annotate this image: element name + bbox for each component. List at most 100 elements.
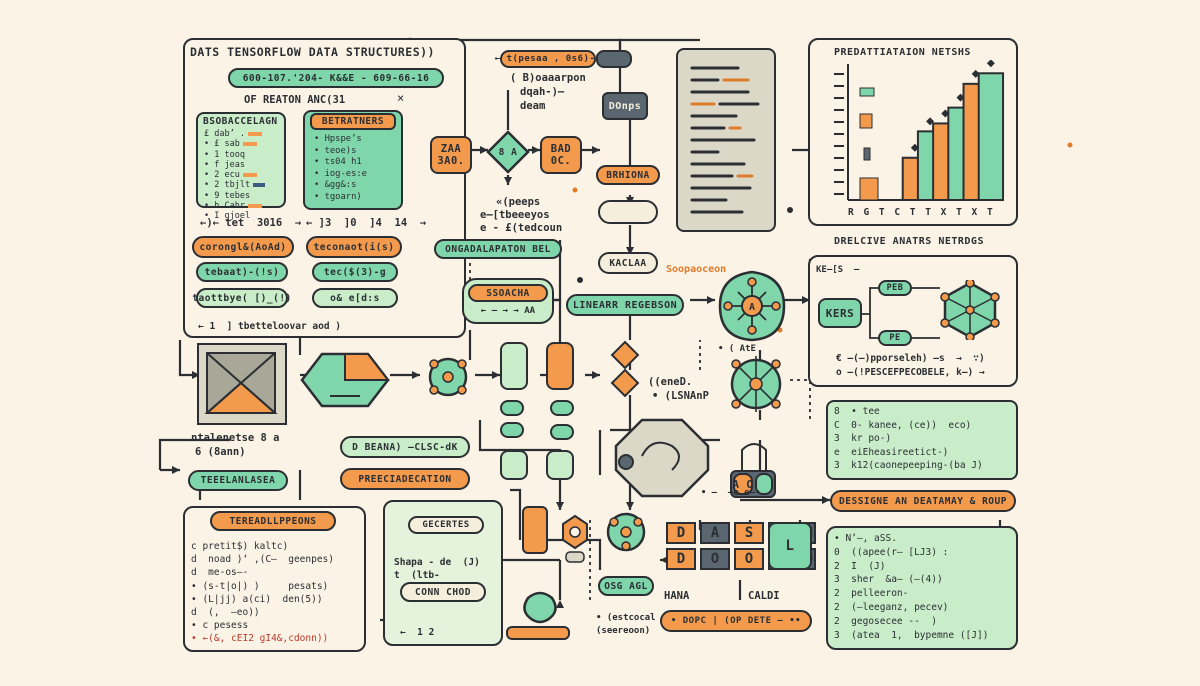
tereadlapeons-title: TEREADLLPPEONS xyxy=(210,511,336,531)
pill-preeci: PREECIADECATION xyxy=(340,468,470,490)
chain-block-4 xyxy=(546,450,574,480)
dre-title: DRELCIVE ANATRS NETRDGS xyxy=(834,236,984,247)
dre-node-2: PE xyxy=(878,330,912,346)
tile: D xyxy=(666,548,696,570)
svg-text:A: A xyxy=(749,302,755,313)
left-caption-3: ← 1 ] tbetteloovar aod ) xyxy=(198,321,341,332)
chart-mini-legend xyxy=(859,87,879,201)
tile-last: L xyxy=(768,522,812,570)
chain-pill-3 xyxy=(550,400,574,416)
top-left-banner: 600-107.'204- K&&E - 609-66-16 xyxy=(228,68,444,88)
pill-designe: DESSIGNE AN DEATAMAY & ROUP xyxy=(830,490,1016,512)
code-sheet xyxy=(676,48,776,232)
tile: O xyxy=(734,548,764,570)
mid-text-2: • (LSNAnP xyxy=(652,390,709,402)
tereadlapeons-panel xyxy=(183,506,366,652)
pill-conn: CONN CHOD xyxy=(400,582,486,602)
bottom-right-text: • N’—, aSS. 0 ((apee(r— [LJ3) : 2 I (J) … xyxy=(834,533,989,641)
envelope-block xyxy=(197,343,287,425)
node-zaa: ZAA 3A0. xyxy=(430,136,472,174)
orange-block xyxy=(522,506,548,554)
dre-left-caption: KE—[S — xyxy=(816,265,860,275)
bsobaccelagn-title: BSOBACCELAGN xyxy=(203,116,278,127)
legend-swatch-orange xyxy=(859,113,873,129)
top-left-subtitle: OF REATON ANC(31 xyxy=(244,94,346,106)
chart-bar xyxy=(977,72,1005,202)
node-bad: BAD 0C. xyxy=(540,136,582,174)
node-brhiona: BRHIONA xyxy=(596,165,660,185)
envelope-icon xyxy=(204,352,278,414)
orange-text: Soopaoceon xyxy=(666,264,727,275)
gear-node-icon xyxy=(562,514,588,563)
tiles-caption-right: CALDI xyxy=(748,590,780,602)
close-icon: × xyxy=(397,91,405,105)
chain-pill-4 xyxy=(550,424,574,440)
center-top-dark-cap xyxy=(596,50,632,68)
network-node-a: A xyxy=(718,270,786,342)
legend-swatch-dark xyxy=(863,147,871,161)
tereadlapeons-code: c pretit$) kaltc) d noad )‘ ,(C— geenpes… xyxy=(191,541,334,645)
center-top-pill: ← t(pesaa , 0s6)-5 xyxy=(495,50,601,68)
ssoacha-sub: ← — → → AA xyxy=(480,306,536,316)
bottom-right-panel xyxy=(826,526,1018,650)
green-info-panel xyxy=(826,400,1018,480)
left-note-1: ntalenetse 8 a xyxy=(191,432,280,444)
dre-connectors xyxy=(862,287,940,339)
network-node-b xyxy=(730,356,782,412)
pill-linear: LINEARR REGEBSON xyxy=(566,294,684,316)
pill-ongad: ONGADALAPATON BEL xyxy=(434,239,562,259)
chart-left-ticks xyxy=(834,73,844,195)
text-shapa-2: t (ltb- xyxy=(394,570,440,581)
bottom-text-1: • (estcocal xyxy=(596,613,656,623)
pill-beana: D BEANA) —CLSC-dK xyxy=(340,436,470,458)
diamond-node xyxy=(486,130,530,174)
tile: S xyxy=(734,522,764,544)
hex-graph-icon xyxy=(940,280,1000,340)
loop-node xyxy=(614,418,710,498)
bottom-orange-bar xyxy=(506,626,570,640)
network-node-c xyxy=(428,357,468,397)
chart-point xyxy=(971,69,980,78)
pred-title: PREDATTIATAION NETSHS xyxy=(834,47,971,58)
node-donps: DOnps xyxy=(602,92,648,120)
top-left-title: DATS TENSORFLOW DATA STRUCTURES)) xyxy=(190,45,435,59)
node-blank-pill xyxy=(598,200,658,224)
bottom-text-2: (seereoon) xyxy=(596,626,651,636)
node-ao-a: A O xyxy=(732,473,753,495)
center-text-3: e - £(tedcoun xyxy=(480,222,563,234)
center-text-1: «(peeps xyxy=(496,196,541,208)
pill-dopc: • DOPC | (OP DETE — •• xyxy=(660,610,812,632)
text-shapa-1: Shapa - de (J) xyxy=(394,557,480,568)
betratners-title: BETRATNERS xyxy=(310,113,396,130)
loop-arrow-icon xyxy=(741,443,767,470)
bottom-small-text: ← 1 2 xyxy=(400,627,435,638)
center-top-text-1: ( B)oaaarpon xyxy=(510,72,586,84)
chain-block-3 xyxy=(500,450,528,480)
tiles-caption-left: HANA xyxy=(664,590,690,602)
node-kaclaa: KACLAA xyxy=(598,252,658,274)
diamond-chain xyxy=(610,340,640,398)
chart-dots xyxy=(910,60,995,152)
ao-caption: • — —e e—• xyxy=(690,488,761,498)
dre-line-1: € —(—)pporseleh) —s → ∵) xyxy=(836,353,985,364)
center-text-2: e—[tbeeeyos xyxy=(480,209,550,221)
pill-ssoacha: SSOACHA xyxy=(468,284,548,302)
tile: A xyxy=(700,522,730,544)
chart-point xyxy=(941,109,950,118)
node-ao-o xyxy=(755,473,773,495)
left-pill-7: TEEELANLASEA xyxy=(188,470,288,491)
pred-xticks: R G T C T T X T X T xyxy=(848,207,995,218)
legend-swatch-green xyxy=(859,87,875,97)
dre-kere: KERS xyxy=(818,298,862,328)
legend-swatch-orange-2 xyxy=(859,177,879,201)
chart-point xyxy=(910,143,919,152)
left-pill-2: tebaat)-(!s) xyxy=(196,262,288,282)
center-top-text-3: deam xyxy=(520,100,546,112)
left-pill-1: corongl&(AoAd) xyxy=(192,236,294,258)
center-top-text-2: dqah-)— xyxy=(520,86,565,98)
left-note-2: 6 (8ann) xyxy=(195,446,246,458)
cluster-node-icon xyxy=(606,512,646,552)
chain-block-1 xyxy=(500,342,528,390)
green-panel-text: 8 • tee C 0- kanee, (ce)) eco) 3 kr po-)… xyxy=(834,406,983,471)
